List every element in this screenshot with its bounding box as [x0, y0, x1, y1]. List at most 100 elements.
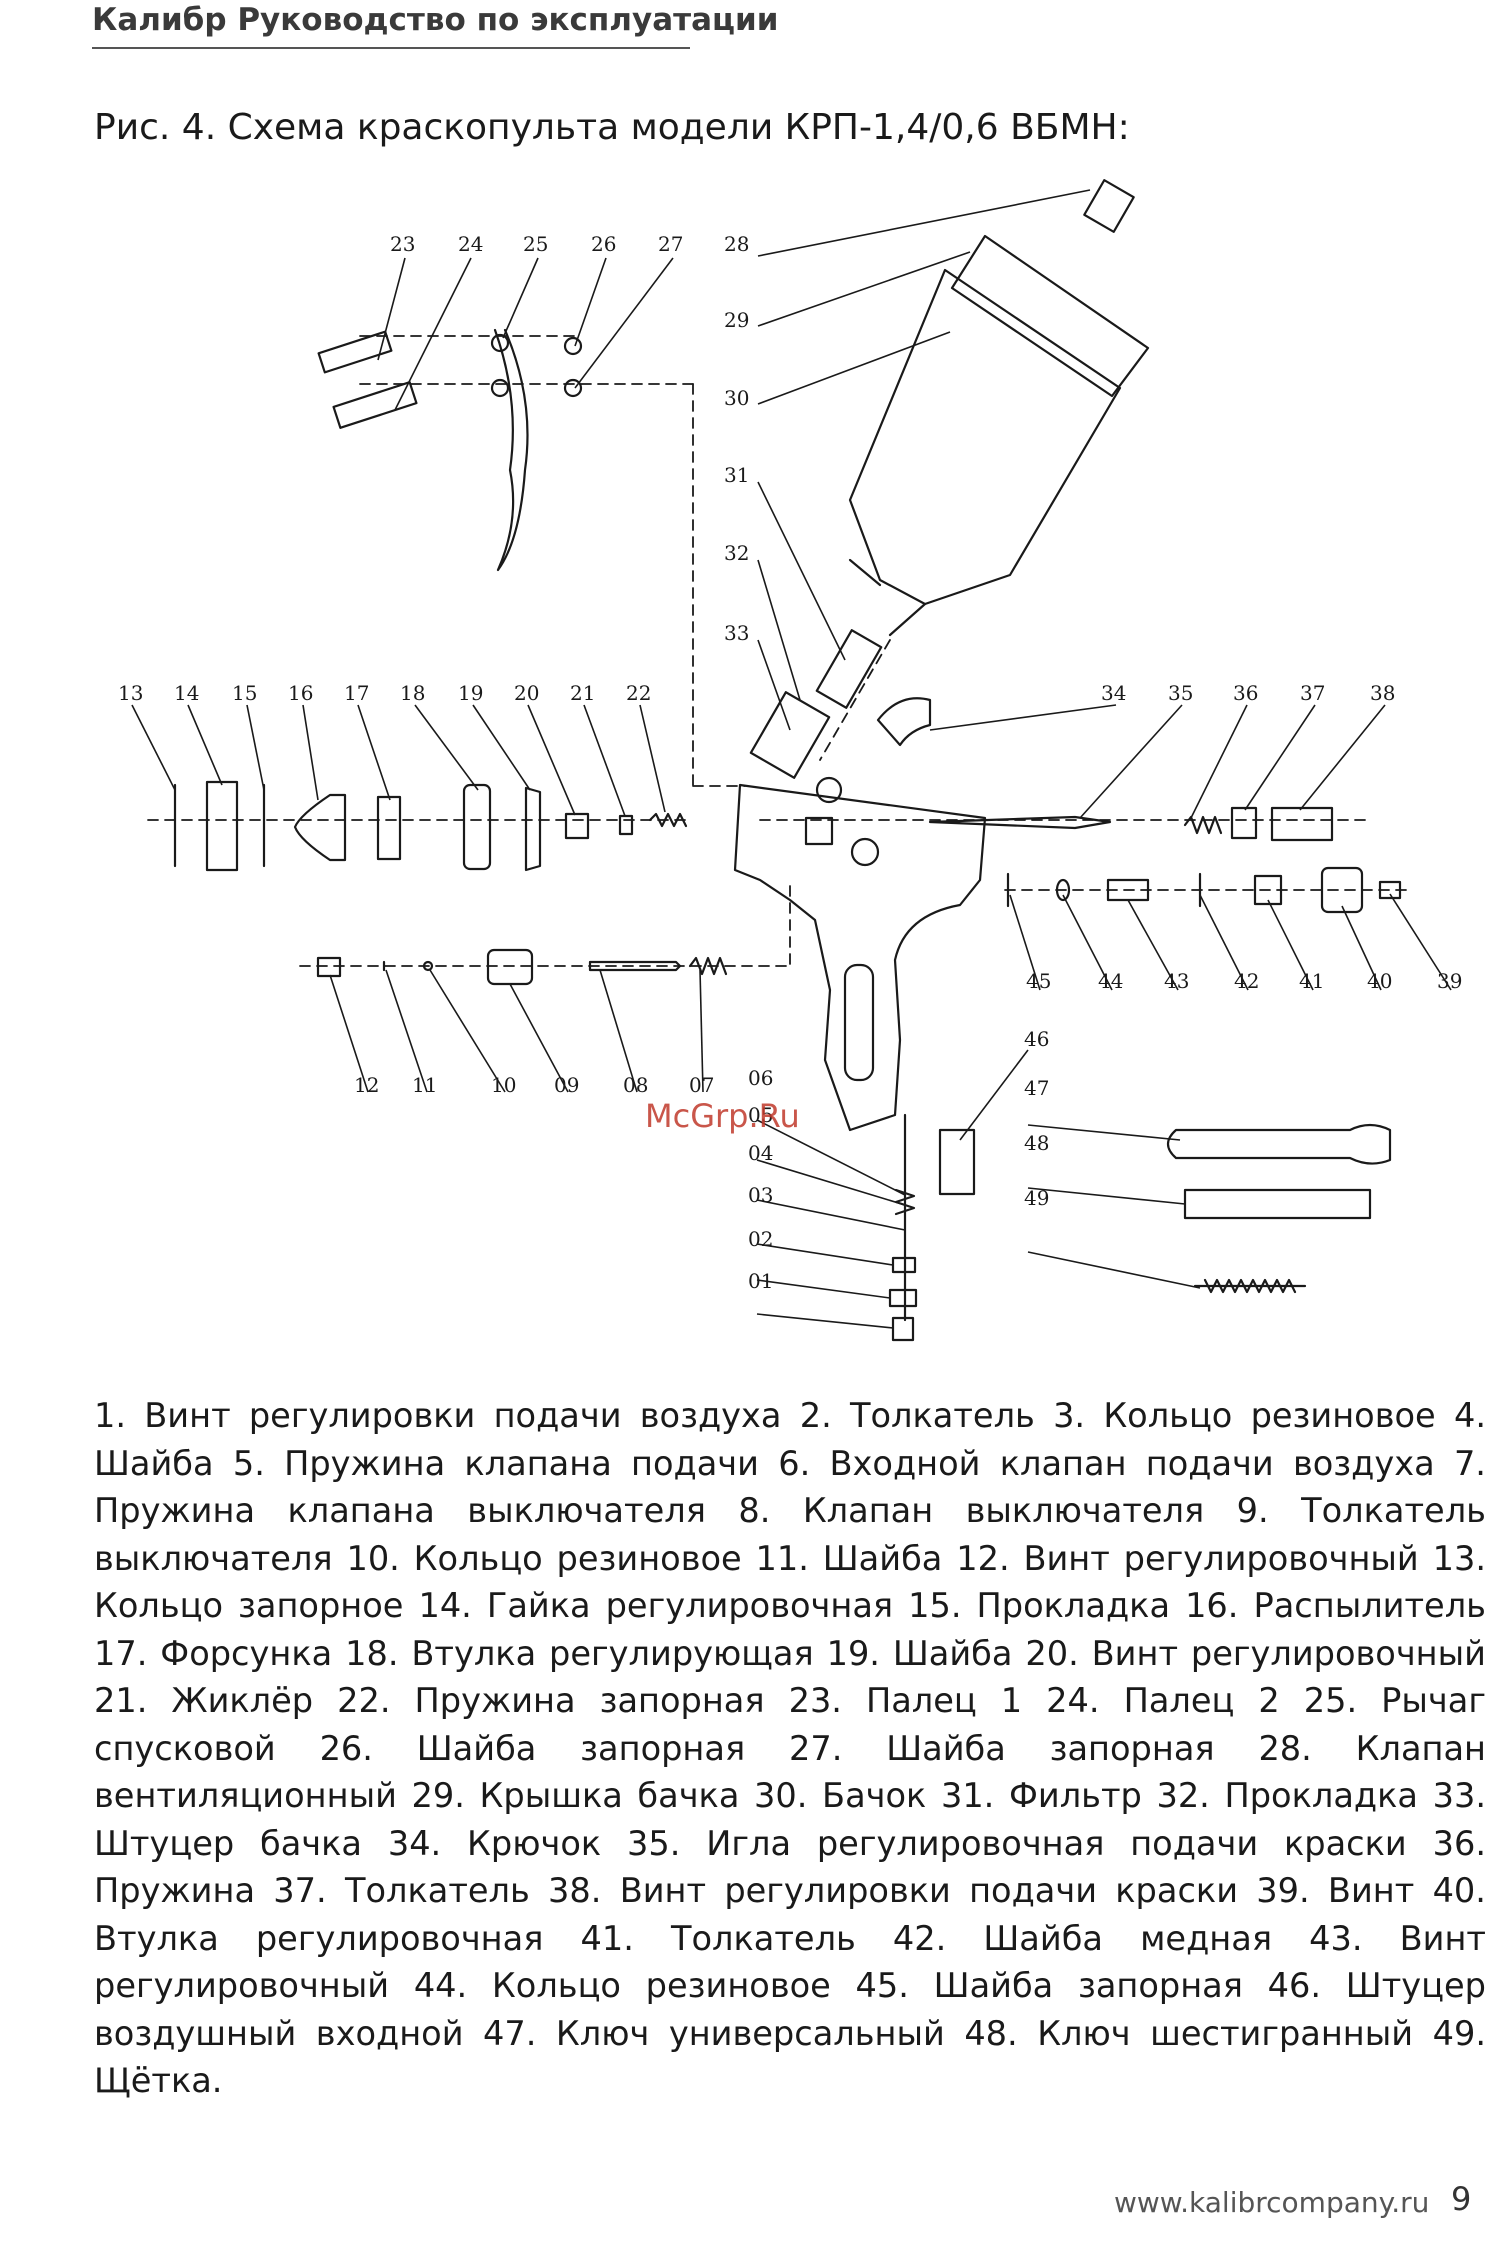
callout-47: 47	[1024, 1076, 1049, 1100]
legend-item: 11. Шайба	[755, 1538, 943, 1578]
legend-item: 33. Штуцер бачка	[94, 1776, 1486, 1863]
callout-41: 41	[1299, 969, 1324, 993]
legend-item: 43. Винт регулировочный	[94, 1918, 1486, 2006]
callout-16: 16	[288, 681, 313, 705]
callout-27: 27	[658, 232, 683, 256]
callout-03: 03	[748, 1183, 773, 1207]
callout-12: 12	[354, 1073, 379, 1097]
legend-item: 48. Ключ шестигранный	[964, 2013, 1414, 2053]
legend-item: 44. Кольцо резиновое	[413, 1966, 831, 2005]
callout-11: 11	[412, 1073, 437, 1097]
callout-31: 31	[724, 463, 749, 487]
paint-cup	[848, 179, 1150, 637]
figure-caption: Рис. 4. Схема краскопульта модели КРП-1,…	[94, 107, 1130, 148]
gun-body	[733, 697, 987, 1132]
legend-item: 12. Винт регулировочный	[956, 1538, 1419, 1578]
callout-44: 44	[1098, 969, 1123, 993]
callout-19: 19	[458, 681, 483, 705]
legend-item: 26. Шайба запорная	[319, 1728, 746, 1768]
callout-23: 23	[390, 232, 415, 256]
legend-item: 19. Шайба	[826, 1633, 1013, 1673]
legend-item: 45. Шайба запорная	[855, 1966, 1243, 2005]
callout-07: 07	[689, 1073, 714, 1097]
legend-item: 49. Щётка.	[94, 2013, 1487, 2101]
callout-43: 43	[1164, 969, 1189, 993]
legend-item: 36. Пружина	[94, 1823, 1486, 1911]
header-title: Калибр Руководство по эксплуатации	[92, 2, 779, 38]
legend-item: 8. Клапан выключателя	[738, 1491, 1205, 1530]
callout-38: 38	[1370, 681, 1395, 705]
legend-item: 32. Прокладка	[1156, 1776, 1418, 1815]
legend-item: 28. Клапан вентиляционный	[94, 1728, 1487, 1816]
legend-item: 34. Крючок	[387, 1823, 602, 1863]
legend-item: 2. Толкатель	[799, 1396, 1035, 1435]
legend-item: 30. Бачок	[754, 1776, 927, 1815]
callout-17: 17	[344, 681, 369, 705]
callout-02: 02	[748, 1227, 773, 1251]
callout-46: 46	[1024, 1027, 1049, 1051]
legend-item: 4. Шайба	[94, 1396, 1486, 1483]
legend-item: 13. Кольцо запорное	[94, 1538, 1486, 1626]
legend-item: 29. Крышка бачка	[411, 1776, 740, 1815]
callout-49: 49	[1024, 1186, 1049, 1210]
callout-22: 22	[626, 681, 651, 705]
legend-item: 6. Входной клапан подачи воздуха	[778, 1443, 1435, 1483]
legend-item: 17. Форсунка	[94, 1633, 333, 1673]
callout-37: 37	[1300, 681, 1325, 705]
callout-14: 14	[174, 681, 199, 705]
callout-04: 04	[748, 1141, 773, 1165]
callout-10: 10	[491, 1073, 516, 1097]
legend-item: 18. Втулка регулирующая	[345, 1633, 814, 1673]
legend-item: 23. Палец 1	[788, 1681, 1023, 1720]
callout-32: 32	[724, 541, 749, 565]
callout-09: 09	[554, 1073, 579, 1097]
callout-08: 08	[623, 1073, 648, 1097]
legend-item: 35. Игла регулировочная подачи краски	[627, 1823, 1407, 1863]
callout-24: 24	[458, 232, 483, 256]
legend-item: 22. Пружина запорная	[337, 1681, 765, 1720]
callout-28: 28	[724, 232, 749, 256]
callout-26: 26	[591, 232, 616, 256]
legend-item: 9. Толкатель выключателя	[94, 1491, 1486, 1578]
callout-21: 21	[570, 681, 595, 705]
callout-42: 42	[1234, 969, 1259, 993]
legend-item: 15. Прокладка	[908, 1586, 1171, 1625]
callout-labels: 23 24 25 26 27 28 29 30 31 32 33 13 14 1…	[118, 232, 1462, 1293]
callout-06: 06	[748, 1066, 773, 1090]
callout-05: 05	[748, 1103, 773, 1127]
callout-29: 29	[724, 308, 749, 332]
callout-34: 34	[1101, 681, 1126, 705]
legend-item: 10. Кольцо резиновое	[346, 1538, 742, 1578]
callout-40: 40	[1367, 969, 1392, 993]
legend-item: 39. Винт	[1256, 1871, 1415, 1910]
callout-33: 33	[724, 621, 749, 645]
legend-item: 25. Рычаг спусковой	[94, 1681, 1486, 1768]
callout-39: 39	[1437, 969, 1462, 993]
legend-item: 46. Штуцер воздушный входной	[94, 1966, 1486, 2053]
callout-30: 30	[724, 386, 749, 410]
legend-item: 20. Винт регулировочный	[1025, 1633, 1486, 1673]
callout-18: 18	[400, 681, 425, 705]
callout-13: 13	[118, 681, 143, 705]
spray-gun-exploded-diagram: 23 24 25 26 27 28 29 30 31 32 33 13 14 1…	[118, 179, 1462, 1342]
watermark-text: McGrp.Ru	[645, 1097, 800, 1135]
legend-item: 21. Жиклёр	[94, 1681, 314, 1720]
callout-20: 20	[514, 681, 539, 705]
legend-item: 38. Винт регулировки подачи краски	[548, 1871, 1239, 1910]
legend-item: 31. Фильтр	[940, 1776, 1142, 1815]
page-number: 9	[1451, 2180, 1472, 2218]
callout-25: 25	[523, 232, 548, 256]
callout-15: 15	[232, 681, 257, 705]
legend-item: 40. Втулка регулировочная	[94, 1871, 1486, 1958]
legend-item: 37. Толкатель	[273, 1871, 530, 1910]
legend-item: 16. Распылитель	[1185, 1586, 1486, 1625]
callout-36: 36	[1233, 681, 1258, 705]
footer-website-link[interactable]: www.kalibrcompany.ru	[1114, 2186, 1430, 2219]
legend-item: 5. Пружина клапана подачи	[232, 1443, 759, 1483]
legend-item: 41. Толкатель	[580, 1918, 856, 1958]
callout-48: 48	[1024, 1131, 1049, 1155]
header-divider	[92, 47, 690, 49]
legend-item: 14. Гайка регулировочная	[418, 1586, 894, 1625]
legend-item: 7. Пружина клапана выключателя	[94, 1443, 1486, 1531]
callout-45: 45	[1026, 969, 1051, 993]
